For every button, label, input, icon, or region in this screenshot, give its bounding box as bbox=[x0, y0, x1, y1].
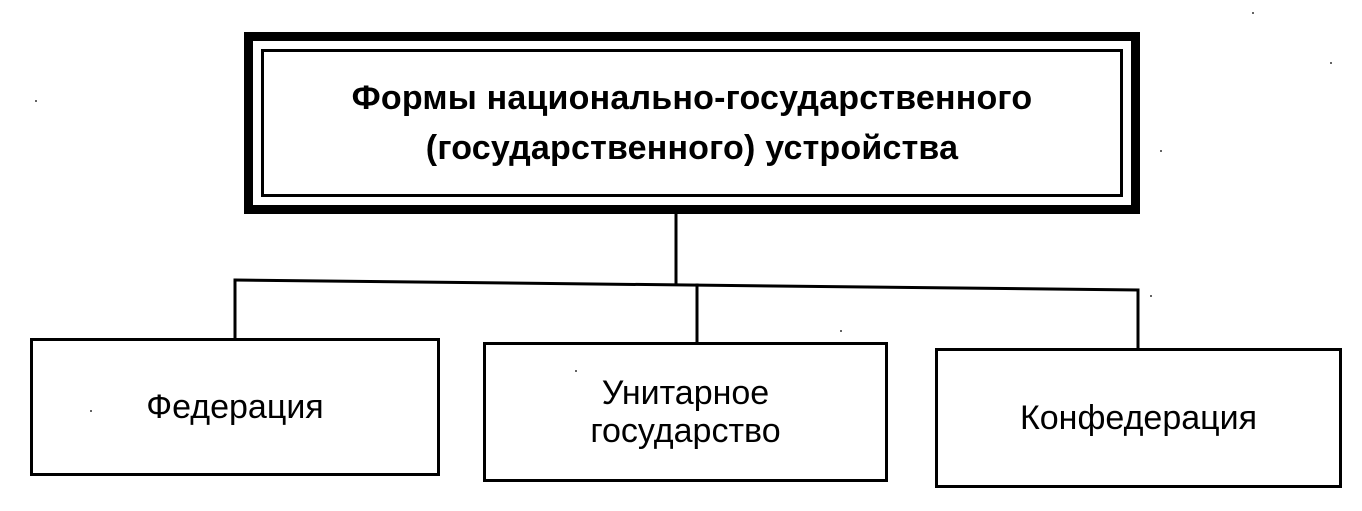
scan-speck bbox=[575, 370, 577, 372]
node-federation: Федерация bbox=[30, 338, 440, 476]
node-unitary-state-label: Унитарное государство bbox=[590, 374, 781, 450]
root-node-inner: Формы национально-государственного (госу… bbox=[261, 49, 1123, 197]
root-node: Формы национально-государственного (госу… bbox=[244, 32, 1140, 214]
scan-speck bbox=[1160, 150, 1162, 152]
node-confederation: Конфедерация bbox=[935, 348, 1342, 488]
node-federation-label: Федерация bbox=[146, 388, 324, 426]
scan-speck bbox=[90, 410, 92, 412]
node-unitary-state: Унитарное государство bbox=[483, 342, 888, 482]
root-title-line-1: Формы национально-государственного bbox=[351, 79, 1033, 117]
scan-speck bbox=[1150, 295, 1152, 297]
scan-speck bbox=[1330, 62, 1332, 64]
scan-speck bbox=[1252, 12, 1254, 14]
scan-speck bbox=[840, 330, 842, 332]
scan-speck bbox=[35, 100, 37, 102]
horizontal-bus bbox=[233, 278, 1140, 292]
node-confederation-label: Конфедерация bbox=[1019, 399, 1258, 437]
root-title-line-2: (государственного) устройства bbox=[425, 129, 959, 167]
